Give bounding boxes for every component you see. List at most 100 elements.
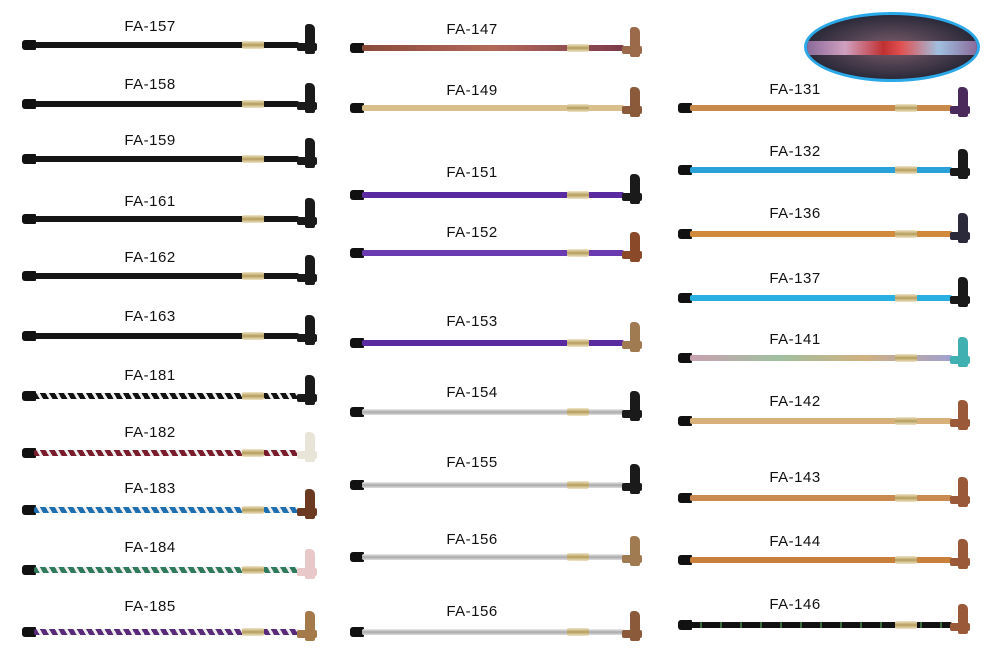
cane-shaft: [362, 45, 624, 51]
cane-collar: [567, 44, 589, 52]
cane-collar: [567, 628, 589, 636]
model-label: FA-151: [446, 164, 498, 181]
cane-product: [350, 87, 642, 119]
model-label: FA-181: [124, 367, 176, 384]
cane-shaft: [690, 355, 952, 361]
model-label: FA-161: [124, 193, 176, 210]
cane-shaft: [690, 167, 952, 173]
cane-product: [22, 549, 317, 581]
cane-product: [678, 213, 970, 245]
model-label: FA-156: [446, 531, 498, 548]
model-label: FA-144: [769, 533, 821, 550]
cane-collar: [242, 392, 264, 400]
model-label: FA-136: [769, 205, 821, 222]
cane-tip: [678, 416, 692, 426]
cane-handle: [297, 375, 317, 405]
cane-shaft: [34, 507, 299, 513]
cane-product: [350, 611, 642, 643]
model-label: FA-159: [124, 132, 176, 149]
model-label: FA-146: [769, 596, 821, 613]
cane-handle: [622, 391, 642, 421]
cane-tip: [22, 565, 36, 575]
cane-handle: [297, 549, 317, 579]
cane-collar: [242, 155, 264, 163]
cane-collar: [567, 249, 589, 257]
model-label: FA-152: [446, 224, 498, 241]
cane-handle: [622, 27, 642, 57]
cane-tip: [22, 391, 36, 401]
cane-tip: [678, 620, 692, 630]
cane-handle: [297, 489, 317, 519]
model-label: FA-162: [124, 249, 176, 266]
model-label: FA-137: [769, 270, 821, 287]
cane-handle: [622, 174, 642, 204]
cane-shaft: [34, 393, 299, 399]
cane-handle: [622, 464, 642, 494]
cane-shaft: [362, 105, 624, 111]
cane-tip: [350, 552, 364, 562]
model-label: FA-153: [446, 313, 498, 330]
cane-tip: [22, 448, 36, 458]
cane-product: [678, 604, 970, 636]
cane-tip: [678, 229, 692, 239]
cane-shaft: [362, 629, 624, 635]
cane-tip: [678, 493, 692, 503]
cane-shaft: [34, 450, 299, 456]
cane-collar: [242, 332, 264, 340]
cane-handle: [622, 322, 642, 352]
cane-handle: [950, 604, 970, 634]
model-label: FA-156: [446, 603, 498, 620]
cane-collar: [895, 556, 917, 564]
cane-product: [22, 432, 317, 464]
cane-collar: [242, 449, 264, 457]
model-label: FA-154: [446, 384, 498, 401]
cane-collar: [242, 272, 264, 280]
cane-collar: [242, 506, 264, 514]
cane-handle: [950, 337, 970, 367]
cane-handle: [297, 138, 317, 168]
cane-tip: [678, 555, 692, 565]
cane-handle: [622, 232, 642, 262]
model-label: FA-131: [769, 81, 821, 98]
cane-handle: [950, 277, 970, 307]
cane-shaft: [690, 622, 952, 628]
cane-shaft: [690, 105, 952, 111]
cane-product: [22, 83, 317, 115]
model-label: FA-143: [769, 469, 821, 486]
cane-shaft: [34, 42, 299, 48]
cane-tip: [22, 99, 36, 109]
model-label: FA-149: [446, 82, 498, 99]
cane-handle: [950, 477, 970, 507]
cane-product: [350, 174, 642, 206]
cane-product: [350, 232, 642, 264]
cane-shaft: [34, 629, 299, 635]
cane-product: [678, 400, 970, 432]
cane-handle: [622, 536, 642, 566]
cane-shaft: [362, 554, 624, 560]
cane-shaft: [362, 482, 624, 488]
cane-product: [350, 322, 642, 354]
cane-shaft: [34, 216, 299, 222]
cane-shaft: [362, 340, 624, 346]
cane-product: [350, 391, 642, 423]
cane-shaft: [362, 250, 624, 256]
cane-product: [350, 27, 642, 59]
cane-collar: [567, 191, 589, 199]
cane-handle: [297, 432, 317, 462]
cane-collar: [567, 408, 589, 416]
cane-handle: [297, 83, 317, 113]
cane-tip: [350, 190, 364, 200]
cane-shaft: [34, 156, 299, 162]
cane-shaft: [690, 295, 952, 301]
cane-handle: [950, 213, 970, 243]
cane-tip: [22, 627, 36, 637]
cane-collar: [895, 494, 917, 502]
cane-product: [22, 138, 317, 170]
cane-tip: [678, 103, 692, 113]
cane-product: [22, 255, 317, 287]
cane-handle: [622, 611, 642, 641]
cane-tip: [22, 214, 36, 224]
cane-collar: [895, 294, 917, 302]
cane-tip: [350, 43, 364, 53]
